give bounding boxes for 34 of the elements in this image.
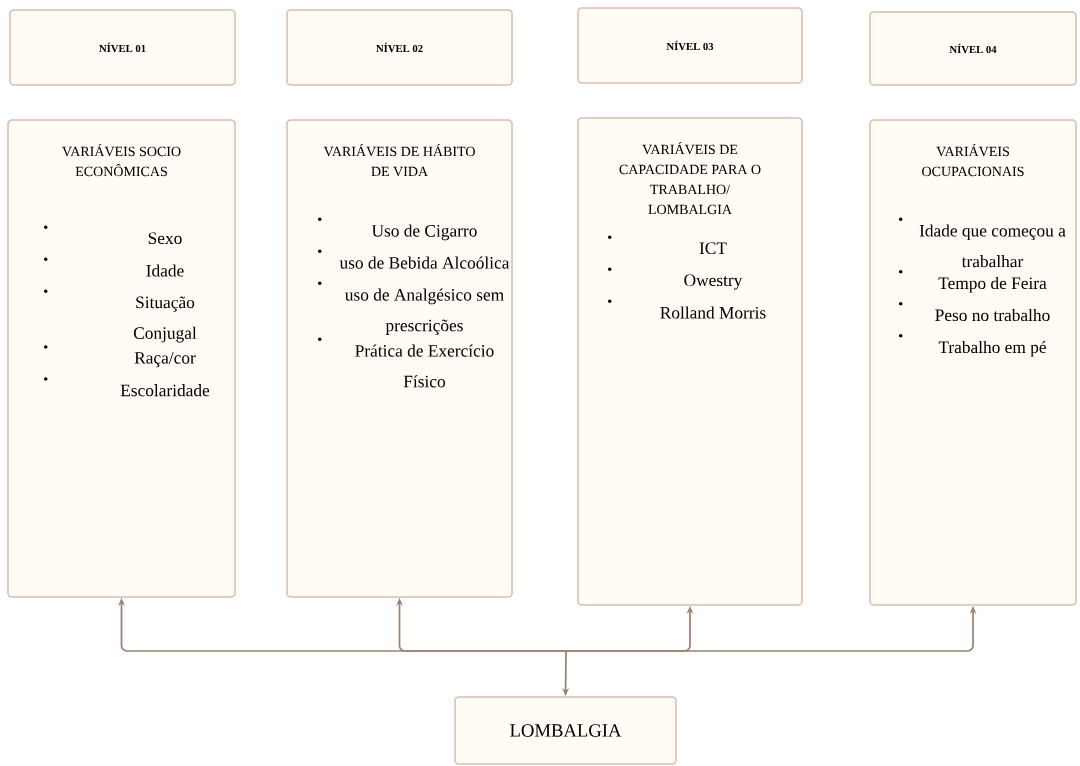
list-item: Idade <box>146 264 184 277</box>
list-item: Raça/cor <box>134 352 196 368</box>
list-item: Escolaridade <box>120 384 210 397</box>
outcome-box <box>454 696 677 765</box>
variable-box <box>869 119 1077 606</box>
list-item: Prática de Exercício Físico <box>355 344 494 388</box>
level-box <box>286 9 513 86</box>
list-item: Owestry <box>684 274 743 290</box>
list-item: uso de Analgésico sem prescrições <box>345 288 504 335</box>
list-item: Sexo <box>148 232 182 245</box>
variable-heading: VARIÁVEIS DE HÁBITO DE VIDA <box>323 144 475 177</box>
variable-box <box>577 117 803 606</box>
list-item: Trabalho em pé <box>938 340 1046 357</box>
list-item: Uso de Cigarro <box>371 224 477 241</box>
level-label: NÍVEL 03 <box>666 40 714 51</box>
list-item: ICT <box>699 242 727 255</box>
list-item: Situação Conjugal <box>133 296 197 343</box>
variable-heading: VARIÁVEIS SOCIO ECONÔMICAS <box>62 144 181 177</box>
list-item: Tempo de Feira <box>938 276 1047 293</box>
variable-box <box>286 119 513 598</box>
level-box <box>869 11 1077 86</box>
level-label: NÍVEL 01 <box>99 42 146 53</box>
list-item: Rolland Morris <box>660 306 766 319</box>
level-label: NÍVEL 02 <box>376 42 423 53</box>
variable-heading: VARIÁVEIS OCUPACIONAIS <box>922 144 1024 177</box>
variable-heading: VARIÁVEIS DE CAPACIDADE PARA O TRABALHO/ LOMBALGIA <box>619 142 761 215</box>
list-item: Idade que começou a trabalhar <box>919 224 1066 268</box>
list-item: Peso no trabalho <box>935 308 1050 322</box>
variable-box <box>7 119 236 598</box>
level-box <box>577 7 803 84</box>
outcome-label: LOMBALGIA <box>510 724 622 737</box>
level-label: NÍVEL 04 <box>949 43 997 54</box>
level-box <box>9 9 236 86</box>
list-item: uso de Bebida Alcoólica <box>339 256 510 269</box>
